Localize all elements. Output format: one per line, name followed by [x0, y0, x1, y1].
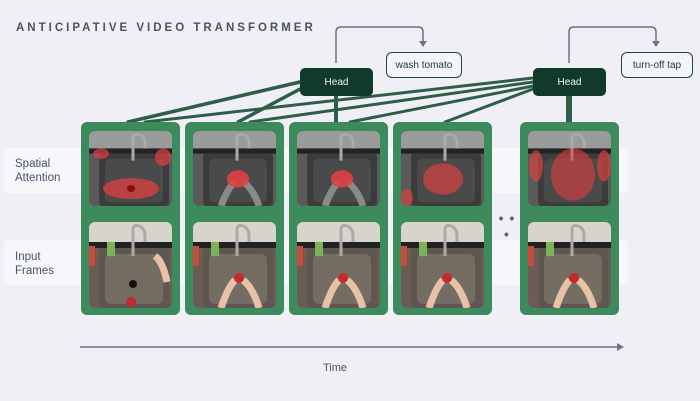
- arrowhead-head2: [652, 41, 660, 47]
- frame-column-1: [81, 122, 180, 315]
- connector-head2-frame2: [248, 80, 535, 124]
- frame-column-3: [289, 122, 388, 315]
- head-2: Head: [533, 68, 606, 96]
- row-label-line: Frames: [15, 265, 54, 277]
- row-label-line: Input: [15, 251, 41, 263]
- row-label-line: Spatial: [15, 158, 51, 170]
- time-axis-arrowhead: [617, 343, 624, 351]
- connector-head2-frame3: [348, 84, 535, 124]
- spatial-attention-frame: [528, 131, 611, 206]
- row-label-input-frames: Input Frames: [15, 250, 75, 278]
- ellipsis: • • •: [498, 210, 516, 242]
- row-label-spatial-attention: Spatial Attention: [15, 157, 75, 185]
- input-frame: [193, 222, 276, 308]
- input-frame: [89, 222, 172, 308]
- frame-column-4: [393, 122, 492, 315]
- frame-column-2: [185, 122, 284, 315]
- prediction-2: turn-off tap: [621, 52, 693, 78]
- spatial-attention-frame: [401, 131, 484, 206]
- spatial-attention-frame: [89, 131, 172, 206]
- head-1: Head: [300, 68, 373, 96]
- prediction-1: wash tomato: [386, 52, 462, 78]
- connector-head2-frame4: [443, 87, 535, 124]
- time-axis-label: Time: [323, 362, 348, 374]
- connector-head1-frame2: [236, 86, 304, 124]
- input-frame: [297, 222, 380, 308]
- spatial-attention-frame: [297, 131, 380, 206]
- row-label-line: Attention: [15, 172, 61, 184]
- input-frame: [528, 222, 611, 308]
- input-frame: [401, 222, 484, 308]
- frame-column-5: [520, 122, 619, 315]
- arrowhead-head1: [419, 41, 427, 47]
- connector-head1-frame1: [126, 80, 302, 124]
- diagram-title: ANTICIPATIVE VIDEO TRANSFORMER: [16, 22, 316, 34]
- spatial-attention-frame: [193, 131, 276, 206]
